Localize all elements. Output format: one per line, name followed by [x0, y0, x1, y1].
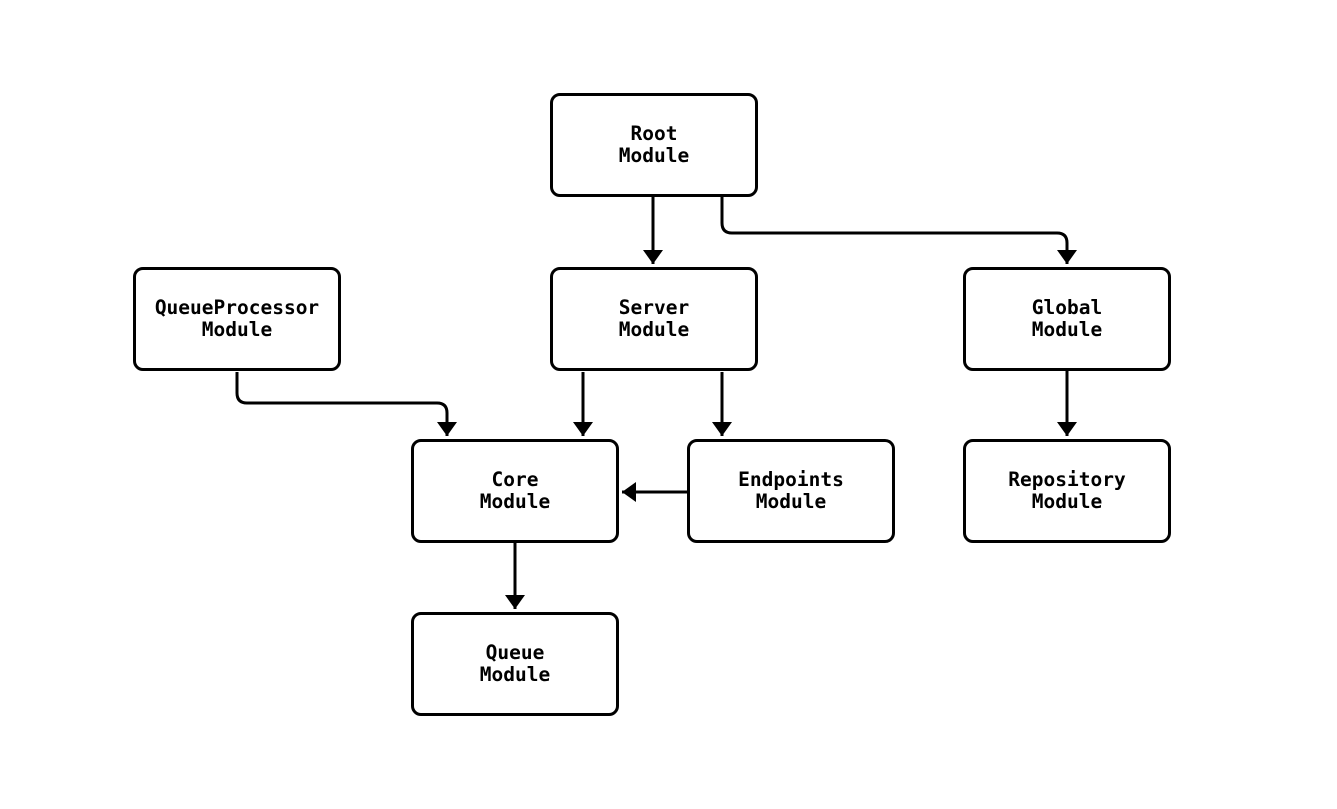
node-label-line2: Module [479, 490, 551, 513]
node-label-line1: QueueProcessor [154, 296, 320, 319]
node-label-line2: Module [1031, 490, 1103, 513]
edge-queueprocessor-to-core [235, 372, 457, 436]
node-label-line2: Module [479, 663, 551, 686]
node-label-line2: Module [618, 318, 690, 341]
node-label-line1: Repository [1008, 468, 1126, 491]
edge-root-to-global [720, 197, 1077, 264]
node-label-line1: Server [618, 296, 690, 319]
node-root-module: Root Module [550, 93, 758, 197]
node-repository-module: Repository Module [963, 439, 1171, 543]
node-label-line1: Core [491, 468, 539, 491]
node-label-line2: Module [1031, 318, 1103, 341]
node-label-line2: Module [618, 144, 690, 167]
node-queueprocessor-module: QueueProcessor Module [133, 267, 341, 371]
node-queue-module: Queue Module [411, 612, 619, 716]
node-endpoints-module: Endpoints Module [687, 439, 895, 543]
node-label-line1: Endpoints [738, 468, 844, 491]
node-server-module: Server Module [550, 267, 758, 371]
node-label-line1: Global [1031, 296, 1103, 319]
node-label-line1: Root [630, 122, 678, 145]
node-global-module: Global Module [963, 267, 1171, 371]
node-label-line2: Module [755, 490, 827, 513]
node-label-line1: Queue [485, 641, 545, 664]
node-label-line2: Module [201, 318, 273, 341]
node-core-module: Core Module [411, 439, 619, 543]
